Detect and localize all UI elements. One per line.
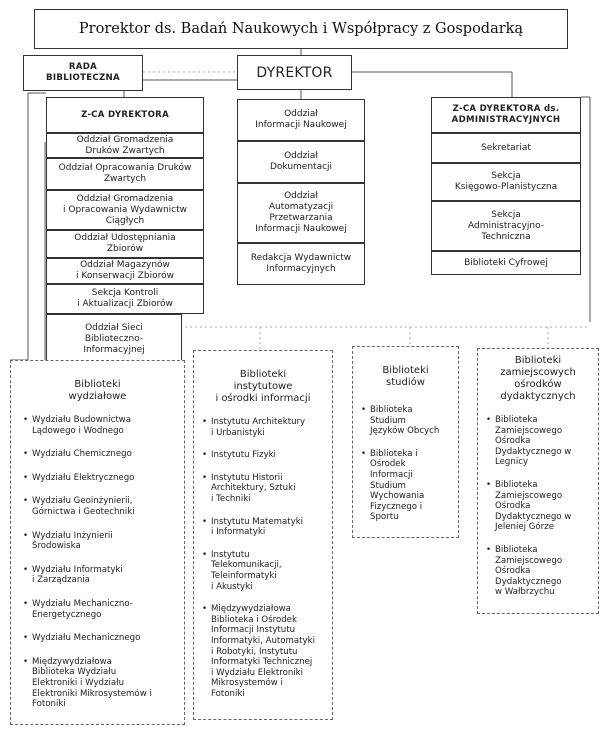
unit-gromadzenia-drukow: Oddział Gromadzenia Druków Zwartych [46,133,204,158]
list-item: Instytutu Telekomunikacji, Teleinformaty… [202,550,330,592]
list-item: Wydziału Budownictwa Lądowego i Wodnego [23,415,183,436]
unit-sekcja-kontroli: Sekcja Kontroli i Aktualizacji Zbiorów [46,284,204,314]
unit-automatyzacji: Oddział Automatyzacji Przetwarzania Info… [237,183,365,243]
unit-label: Oddział Gromadzenia Druków Zwartych [76,134,174,156]
unit-label: Oddział Automatyzacji Przetwarzania Info… [255,191,347,234]
rada-box: RADA BIBLIOTECZNA [23,55,143,91]
dept-biblioteki-instytutowe: Biblioteki instytutowe i ośrodki informa… [193,350,333,720]
dept-biblioteki-zamiejscowe: Biblioteki zamiejscowych ośrodków dydakt… [477,348,599,614]
dyrektor-label: DYREKTOR [256,64,333,81]
unit-label: Sekcja Księgowo-Planistyczna [454,171,558,192]
list-item: Instytutu Matematyki i Informatyki [202,517,330,538]
unit-label: Oddział Sieci Biblioteczno- Informacyjne… [83,322,145,355]
list-item: Instytutu Architektury i Urbanistyki [202,417,330,438]
list-item: Wydziału Inżynierii Środowiska [23,531,183,552]
dept-title: Biblioteki wydziałowe [68,379,127,402]
unit-label: Redakcja Wydawnictw Informacyjnych [250,253,352,274]
list-item: Biblioteka Studium Języków Obcych [361,405,457,437]
dept-title: Biblioteki instytutowe i ośrodki informa… [215,369,311,404]
prorektor-box: Prorektor ds. Badań Naukowych i Współpra… [34,9,568,49]
unit-label: Sekcja Administracyjno- Techniczna [467,209,545,242]
list-item: Wydziału Chemicznego [23,449,183,460]
list-item: Wydziału Geoinżynierii, Górnictwa i Geot… [23,496,183,517]
dyrektor-box: DYREKTOR [237,55,352,90]
unit-opracowania-drukow: Oddział Opracowania Druków Zwartych [46,158,204,190]
zca-dyrektora-adm-box: Z-CA DYREKTORA ds. ADMINISTRACYJNYCH [431,97,581,133]
list-item: Wydziału Mechaniczno- Energetycznego [23,599,183,620]
list-item: Wydziału Informatyki i Zarządzania [23,565,183,586]
unit-ksiegowo-planistyczna: Sekcja Księgowo-Planistyczna [431,163,581,201]
list-item: Biblioteka Zamiejscowego Ośrodka Dydakty… [486,480,598,533]
dept-biblioteki-studiow: Biblioteki studiów Biblioteka Studium Ję… [352,346,459,538]
list-item: Wydziału Elektrycznego [23,473,183,484]
unit-dokumentacji: Oddział Dokumentacji [237,141,365,183]
unit-udostepniania: Oddział Udostępniania Zbiorów [46,230,204,258]
unit-wydawnictw-ciaglych: Oddział Gromadzenia i Opracowania Wydawn… [46,190,204,230]
unit-label: Oddział Gromadzenia i Opracowania Wydawn… [63,193,187,226]
unit-redakcja-wydawnictw: Redakcja Wydawnictw Informacyjnych [237,243,365,285]
zca-dyrektora-label: Z-CA DYREKTORA [80,109,170,120]
unit-label: Oddział Udostępniania Zbiorów [74,233,176,254]
unit-label: Oddział Informacji Naukowej [255,109,347,130]
zca-dyrektora-adm-label: Z-CA DYREKTORA ds. ADMINISTRACYJNYCH [451,104,561,125]
list-item: Międzywydziałowa Biblioteka Wydziału Ele… [23,657,183,710]
list-item: Biblioteka Zamiejscowego Ośrodka Dydakty… [486,545,598,598]
unit-label: Sekcja Kontroli i Aktualizacji Zbiorów [77,288,173,309]
rada-label: RADA BIBLIOTECZNA [46,62,120,83]
dept-title: Biblioteki zamiejscowych ośrodków dydakt… [500,355,576,402]
list-item: Międzywydziałowa Biblioteka i Ośrodek In… [202,604,330,699]
unit-label: Oddział Magazynów i Konserwacji Zbiorów [76,260,174,281]
list-item: Biblioteka Zamiejscowego Ośrodka Dydakty… [486,415,598,468]
prorektor-title: Prorektor ds. Badań Naukowych i Współpra… [78,21,524,37]
list-item: Biblioteka i Ośrodek Informacji Studium … [361,449,457,523]
unit-magazynow: Oddział Magazynów i Konserwacji Zbiorów [46,258,204,284]
unit-informacji-naukowej: Oddział Informacji Naukowej [237,99,365,141]
unit-sieci-biblioteczno-informacyjnej: Oddział Sieci Biblioteczno- Informacyjne… [46,314,182,364]
list-item: Instytutu Fizyki [202,450,330,461]
unit-label: Oddział Opracowania Druków Zwartych [58,163,192,184]
zca-dyrektora-box: Z-CA DYREKTORA [46,97,204,133]
unit-biblioteki-cyfrowej: Biblioteki Cyfrowej [431,251,581,275]
dept-title: Biblioteki studiów [382,365,429,388]
unit-label: Biblioteki Cyfrowej [464,257,548,268]
list-item: Wydziału Mechanicznego [23,633,183,644]
list-item: Instytutu Historii Architektury, Sztuki … [202,473,330,505]
unit-sekretariat: Sekretariat [431,133,581,163]
unit-label: Oddział Dokumentacji [269,151,333,172]
unit-label: Sekretariat [481,142,531,153]
unit-administracyjno-techniczna: Sekcja Administracyjno- Techniczna [431,201,581,251]
dept-biblioteki-wydzialowe: Biblioteki wydziałowe Wydziału Budownict… [10,360,185,725]
